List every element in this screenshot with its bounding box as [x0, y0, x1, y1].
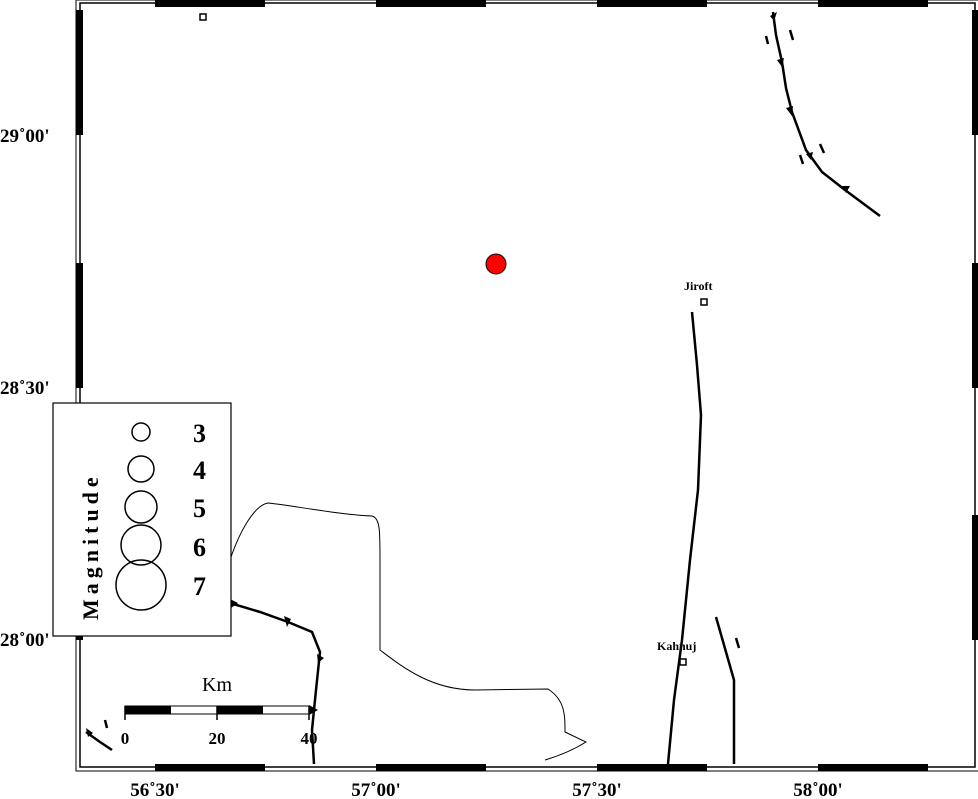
legend-label-6: 6 — [193, 533, 206, 562]
city-label-jiroft: Jiroft — [684, 279, 712, 293]
lon-label-56-30: 56˚30' — [130, 780, 180, 799]
legend-label-5: 5 — [193, 494, 206, 523]
longitude-labels: 56˚30' 57˚00' 57˚30' 58˚00' — [130, 780, 843, 799]
legend-box — [52, 402, 232, 637]
lon-label-57-00: 57˚00' — [351, 780, 401, 799]
scale-label-0: 0 — [121, 729, 130, 748]
city-marker-unlabeled[interactable] — [199, 13, 207, 21]
city-marker-jiroft[interactable] — [700, 298, 708, 306]
scale-unit: Km — [202, 674, 232, 696]
scale-label-20: 20 — [209, 729, 226, 748]
legend-circle-6 — [120, 524, 162, 566]
lat-label-28-00: 28˚00' — [0, 630, 50, 651]
scale-label-40: 40 — [301, 729, 318, 748]
latitude-labels: 29˚00' 28˚30' 28˚00' — [0, 126, 50, 651]
city-markers: Jiroft Kahnuj — [199, 13, 712, 666]
legend-circle-4 — [127, 455, 155, 483]
legend-label-4: 4 — [193, 456, 206, 485]
fault-lines — [85, 11, 881, 765]
city-label-kahnuj: Kahnuj — [657, 639, 696, 653]
scale-bar: Km 0 20 40 — [121, 674, 318, 748]
lon-label-57-30: 57˚30' — [572, 780, 622, 799]
city-marker-kahnuj[interactable] — [679, 658, 687, 666]
legend-label-3: 3 — [193, 419, 206, 448]
earthquake-epicenter[interactable] — [485, 253, 507, 275]
map-frame — [79, 2, 976, 768]
lat-label-29-00: 29˚00' — [0, 126, 50, 147]
legend-circle-5 — [124, 490, 158, 524]
legend-title: Magnitude — [78, 472, 103, 620]
province-boundary — [229, 502, 588, 761]
legend-circle-7 — [115, 559, 167, 611]
legend-label-7: 7 — [193, 572, 206, 601]
magnitude-legend: Magnitude 3 4 5 6 7 — [52, 402, 232, 637]
lon-label-58-00: 58˚00' — [793, 780, 843, 799]
legend-circle-3 — [131, 422, 151, 442]
lat-label-28-30: 28˚30' — [0, 378, 50, 399]
